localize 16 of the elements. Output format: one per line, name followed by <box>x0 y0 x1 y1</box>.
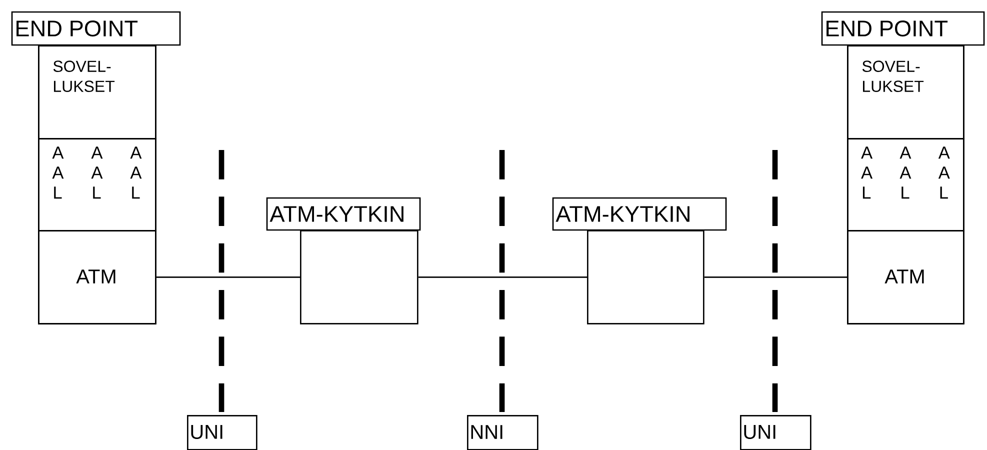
title-box: END POINT <box>821 11 985 46</box>
text-box: ATM <box>38 230 156 324</box>
connection-line <box>156 276 300 278</box>
title-box: END POINT <box>11 11 181 46</box>
interface-label: UNI <box>740 415 812 450</box>
text-box: ATM <box>847 230 964 324</box>
connection-line <box>704 276 848 278</box>
title-box: ATM-KYTKIN <box>552 197 727 231</box>
text-box: A A L A A L A A L <box>847 138 964 232</box>
text-box: SOVEL- LUKSET <box>38 45 156 140</box>
title-box: ATM-KYTKIN <box>266 197 421 231</box>
text-box: SOVEL- LUKSET <box>847 45 964 140</box>
connection-line <box>418 276 587 278</box>
interface-label: UNI <box>187 415 258 450</box>
text-box: A A L A A L A A L <box>38 138 156 232</box>
interface-label: NNI <box>467 415 538 450</box>
